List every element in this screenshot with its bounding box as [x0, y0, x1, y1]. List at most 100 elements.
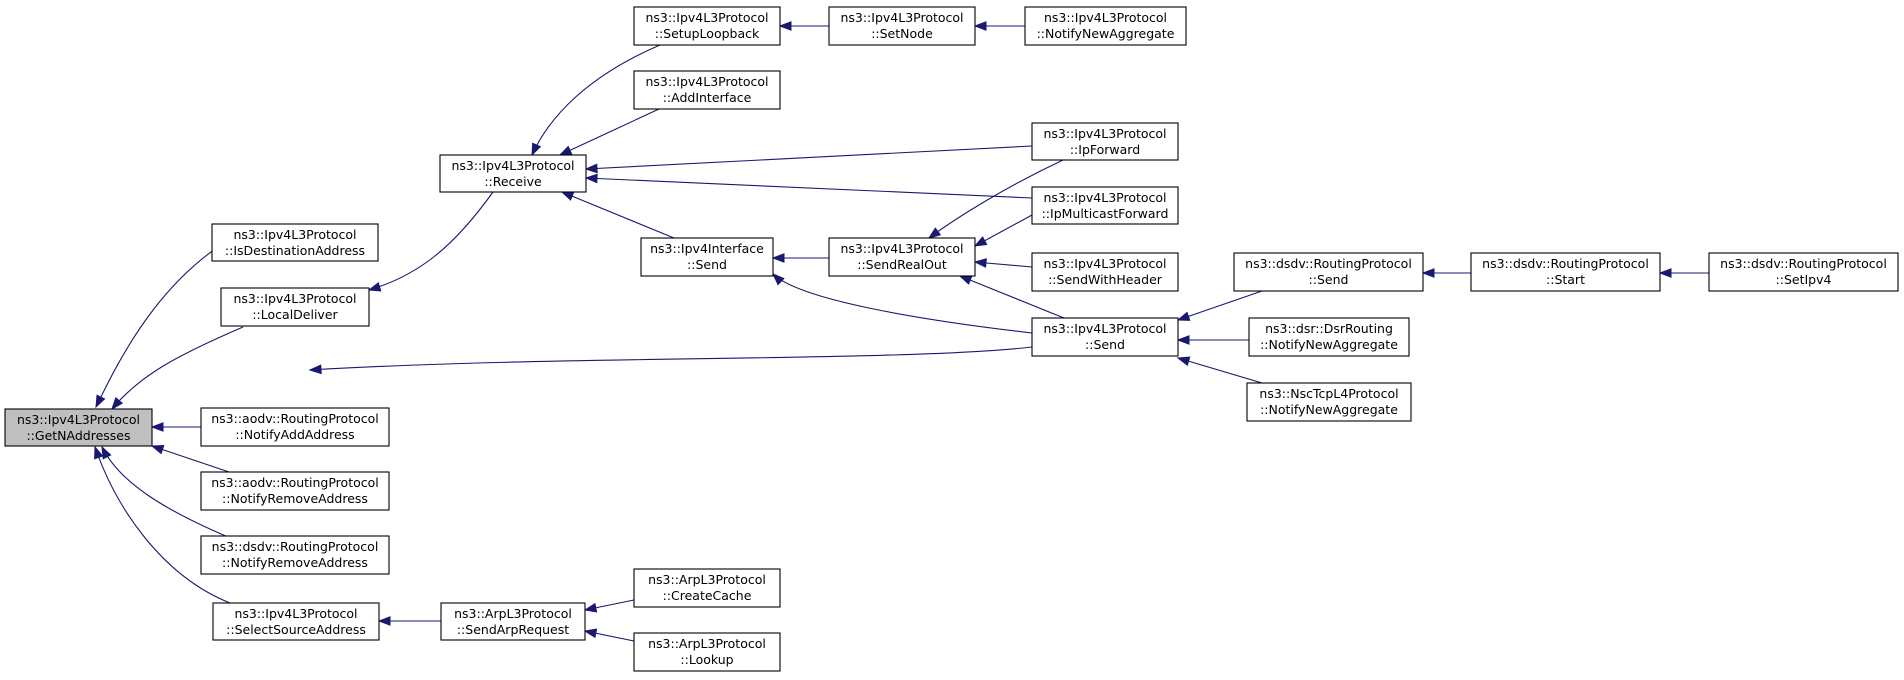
node-label-line2: ::NotifyNewAggregate [1260, 337, 1398, 352]
node-getn[interactable]: ns3::Ipv4L3Protocol::GetNAddresses [4, 408, 153, 447]
edge-arrowhead [1176, 356, 1191, 367]
node-box[interactable] [1233, 252, 1424, 292]
edge-line [368, 191, 494, 291]
node-dsrnotify[interactable]: ns3::dsr::DsrRouting::NotifyNewAggregate [1248, 317, 1410, 357]
node-label-line1: ns3::Ipv4L3Protocol [17, 412, 140, 427]
node-box[interactable] [1031, 317, 1179, 357]
node-notifyagg[interactable]: ns3::Ipv4L3Protocol::NotifyNewAggregate [1024, 6, 1187, 46]
node-arpreq[interactable]: ns3::ArpL3Protocol::SendArpRequest [440, 602, 586, 641]
node-box[interactable] [1031, 186, 1179, 225]
node-label-line1: ns3::Ipv4L3Protocol [1043, 321, 1166, 336]
node-box[interactable] [200, 471, 390, 511]
node-label-line1: ns3::aodv::RoutingProtocol [211, 475, 379, 490]
node-box[interactable] [828, 237, 976, 277]
edge-arrowhead [583, 628, 598, 639]
node-dsdvrem[interactable]: ns3::dsdv::RoutingProtocol::NotifyRemove… [200, 535, 390, 575]
edge-selsrc-to-getn [94, 445, 231, 604]
node-dsdvsend[interactable]: ns3::dsdv::RoutingProtocol::Send [1233, 252, 1424, 292]
edge-arrowhead [377, 616, 391, 626]
node-ipv4send[interactable]: ns3::Ipv4L3Protocol::Send [1031, 317, 1179, 357]
edge-arrowhead [958, 275, 973, 285]
edge-createcache-to-arpreq [583, 599, 635, 613]
node-box[interactable] [212, 602, 380, 641]
node-box[interactable] [633, 568, 781, 608]
node-dsdvsetipv4[interactable]: ns3::dsdv::RoutingProtocol::SetIpv4 [1708, 252, 1899, 292]
edge-arrowhead [101, 445, 112, 460]
edge-dsdvsend-to-ipv4send [1176, 290, 1263, 321]
node-box[interactable] [1248, 317, 1410, 357]
node-box[interactable] [1708, 252, 1899, 292]
node-setnode[interactable]: ns3::Ipv4L3Protocol::SetNode [828, 6, 976, 46]
node-box[interactable] [200, 535, 390, 575]
node-aodvrem[interactable]: ns3::aodv::RoutingProtocol::NotifyRemove… [200, 471, 390, 511]
edge-aodvrem-to-getn [150, 445, 230, 473]
edge-line [101, 446, 229, 538]
node-isdest[interactable]: ns3::Ipv4L3Protocol::IsDestinationAddres… [211, 223, 379, 262]
edge-ipmcast-to-sendrealout [973, 214, 1033, 247]
edge-line [559, 108, 660, 156]
edge-line [1177, 357, 1263, 384]
node-box[interactable] [633, 70, 781, 110]
node-label-line2: ::SetNode [871, 26, 933, 41]
node-dsdvstart[interactable]: ns3::dsdv::RoutingProtocol::Start [1470, 252, 1661, 292]
node-box[interactable] [633, 6, 781, 46]
node-receive[interactable]: ns3::Ipv4L3Protocol::Receive [439, 154, 587, 193]
node-box[interactable] [439, 154, 587, 193]
node-addif[interactable]: ns3::Ipv4L3Protocol::AddInterface [633, 70, 781, 110]
node-box[interactable] [1470, 252, 1661, 292]
node-lookup[interactable]: ns3::ArpL3Protocol::Lookup [633, 632, 781, 672]
node-label-line1: ns3::Ipv4Interface [650, 241, 764, 256]
node-ifsend[interactable]: ns3::Ipv4Interface::Send [640, 237, 774, 277]
edge-arrowhead [308, 364, 322, 375]
node-ipmcast[interactable]: ns3::Ipv4L3Protocol::IpMulticastForward [1031, 186, 1179, 225]
node-label-line2: ::SendArpRequest [457, 622, 569, 637]
node-box[interactable] [220, 287, 370, 327]
node-box[interactable] [200, 407, 390, 447]
node-box[interactable] [1031, 122, 1179, 161]
edge-arrowhead [111, 396, 124, 411]
node-createcache[interactable]: ns3::ArpL3Protocol::CreateCache [633, 568, 781, 608]
edge-line [772, 273, 1033, 334]
node-ipfwd[interactable]: ns3::Ipv4L3Protocol::IpForward [1031, 122, 1179, 161]
node-label-line2: ::Send [687, 257, 727, 272]
node-label-line1: ns3::ArpL3Protocol [454, 606, 572, 621]
node-box[interactable] [1031, 252, 1179, 292]
node-box[interactable] [1024, 6, 1187, 46]
node-label-line2: ::SelectSourceAddress [226, 622, 366, 637]
node-selsrc[interactable]: ns3::Ipv4L3Protocol::SelectSourceAddress [212, 602, 380, 641]
node-box[interactable] [440, 602, 586, 641]
edge-sendrealout-to-ifsend [771, 253, 829, 263]
node-box[interactable] [1246, 382, 1412, 422]
node-label-line2: ::Start [1546, 272, 1585, 287]
node-label-line2: ::SetIpv4 [1776, 272, 1832, 287]
node-label-line1: ns3::Ipv4L3Protocol [840, 10, 963, 25]
node-label-line1: ns3::Ipv4L3Protocol [234, 606, 357, 621]
node-label-line2: ::GetNAddresses [26, 428, 130, 443]
node-label-line2: ::NotifyNewAggregate [1260, 402, 1398, 417]
edge-arrowhead [778, 21, 792, 31]
edge-line [111, 326, 244, 410]
node-label-line2: ::SendWithHeader [1048, 272, 1163, 287]
node-box[interactable] [828, 6, 976, 46]
node-label-line2: ::Lookup [680, 652, 733, 667]
edge-arrowhead [560, 191, 575, 201]
node-box[interactable] [640, 237, 774, 277]
edge-arrowhead [1421, 268, 1435, 278]
edge-ipfwd-to-receive [584, 145, 1033, 174]
edge-line [959, 275, 1065, 319]
edge-notifyagg-to-setnode [973, 21, 1025, 31]
node-setuplb[interactable]: ns3::Ipv4L3Protocol::SetupLoopback [633, 6, 781, 46]
node-sendrealout[interactable]: ns3::Ipv4L3Protocol::SendRealOut [828, 237, 976, 277]
node-aodvadd[interactable]: ns3::aodv::RoutingProtocol::NotifyAddAdd… [200, 407, 390, 447]
node-box[interactable] [211, 223, 379, 262]
node-nscnotify[interactable]: ns3::NscTcpL4Protocol::NotifyNewAggregat… [1246, 382, 1412, 422]
node-box[interactable] [4, 408, 153, 447]
node-locdel[interactable]: ns3::Ipv4L3Protocol::LocalDeliver [220, 287, 370, 327]
edge-aodvadd-to-getn [150, 422, 201, 432]
edge-arrowhead [584, 163, 598, 174]
edge-line [531, 44, 661, 156]
edge-arrowhead [771, 273, 785, 286]
edge-arrowhead [973, 258, 987, 268]
node-box[interactable] [633, 632, 781, 672]
node-sendwh[interactable]: ns3::Ipv4L3Protocol::SendWithHeader [1031, 252, 1179, 292]
